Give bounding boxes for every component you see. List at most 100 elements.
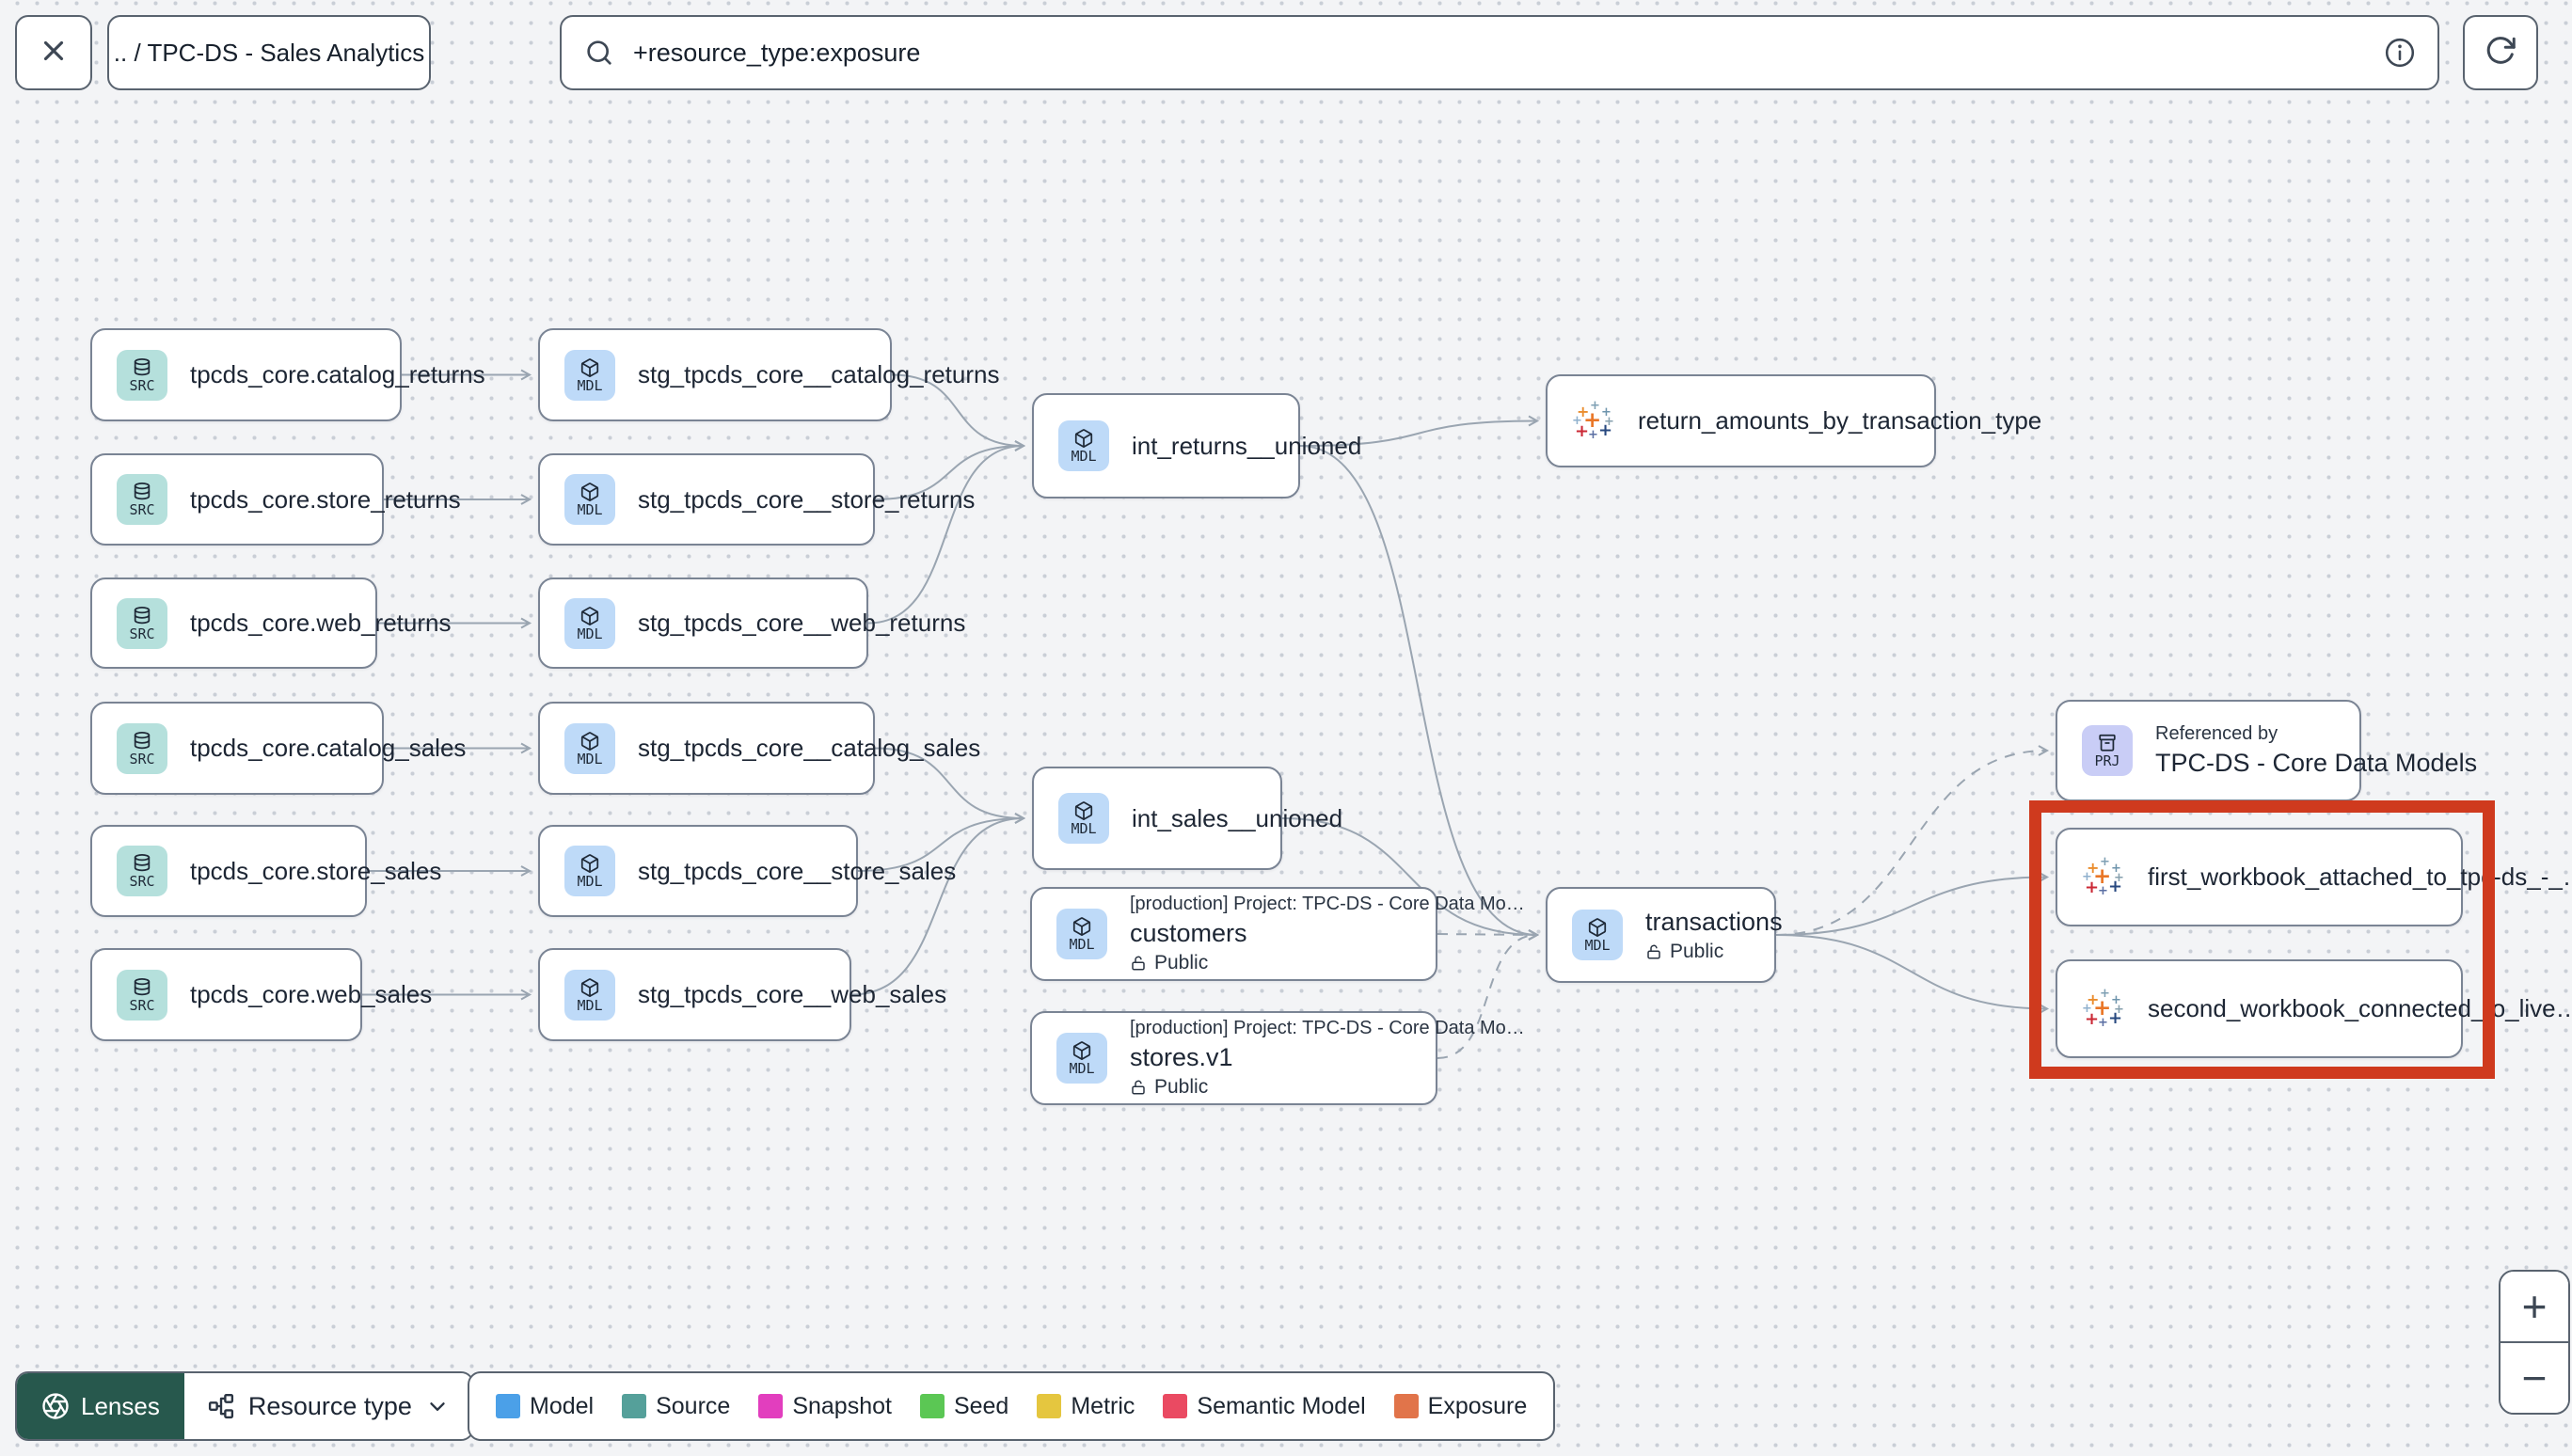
- legend-label: Semantic Model: [1197, 1392, 1366, 1419]
- search-bar[interactable]: [560, 15, 2439, 90]
- refresh-button[interactable]: [2463, 15, 2538, 90]
- tableau-icon: +++++++++: [1572, 398, 1614, 442]
- node-exp_returns[interactable]: +++++++++ return_amounts_by_transaction_t…: [1546, 374, 2041, 467]
- node-label: int_returns__unioned: [1132, 431, 1362, 460]
- resource-badge-prj: PRJ: [2082, 725, 2133, 776]
- legend-item-source: Source: [622, 1393, 730, 1420]
- legend-label: Source: [656, 1392, 731, 1419]
- cube-icon: [580, 854, 599, 874]
- lenses-button[interactable]: Lenses: [17, 1373, 184, 1439]
- resource-badge-mdl: MDL: [1058, 793, 1109, 844]
- node-label: tpcds_core.web_sales: [190, 980, 433, 1008]
- database-icon: [134, 731, 151, 749]
- resource-badge-mdl: MDL: [564, 722, 615, 774]
- legend-item-semantic-model: Semantic Model: [1163, 1392, 1366, 1420]
- legend-label: Seed: [953, 1392, 1009, 1419]
- legend-item-seed: Seed: [919, 1392, 1009, 1420]
- node-int_sales[interactable]: MDL int_sales__unioned: [1032, 767, 1342, 870]
- project-line: [production] Project: TPC-DS - Core Data…: [1130, 894, 1525, 914]
- legend-label: Metric: [1071, 1392, 1135, 1419]
- node-customers[interactable]: MDL [production] Project: TPC-DS - Core D…: [1030, 887, 1525, 981]
- node-label: int_sales__unioned: [1132, 803, 1343, 832]
- node-label: stg_tpcds_core__store_sales: [638, 856, 957, 885]
- unlock-icon: [1132, 1080, 1145, 1095]
- node-wb2[interactable]: +++++++++ second_workbook_connected_to_li…: [2056, 959, 2572, 1058]
- unlock-icon: [1132, 956, 1145, 971]
- node-label: stg_tpcds_core__web_sales: [638, 980, 947, 1008]
- database-icon: [134, 977, 151, 995]
- cube-icon: [580, 731, 599, 751]
- project-line: [production] Project: TPC-DS - Core Data…: [1130, 1018, 1525, 1038]
- visibility: Public: [1645, 941, 1752, 963]
- database-icon: [134, 357, 151, 375]
- resource-badge-src: SRC: [117, 846, 167, 896]
- node-label: stores.v1: [1130, 1043, 1233, 1071]
- node-stg_ws[interactable]: MDL stg_tpcds_core__web_sales: [538, 948, 946, 1041]
- search-input[interactable]: [631, 37, 2366, 69]
- resource-badge-mdl: MDL: [1056, 1033, 1107, 1084]
- zoom-controls: + −: [2499, 1270, 2570, 1415]
- node-label: tpcds_core.catalog_returns: [190, 360, 485, 388]
- tableau-icon: +++++++++: [2082, 986, 2124, 1030]
- resource-badge-mdl: MDL: [1056, 909, 1107, 959]
- database-icon: [134, 482, 151, 500]
- node-label: stg_tpcds_core__store_returns: [638, 484, 976, 514]
- zoom-in-button[interactable]: +: [2501, 1272, 2568, 1343]
- legend-item-snapshot: Snapshot: [758, 1393, 892, 1420]
- close-button[interactable]: [15, 15, 92, 90]
- node-label: second_workbook_connected_to_live…: [2148, 994, 2572, 1022]
- legend-label: Snapshot: [792, 1392, 892, 1419]
- resource-badge-src: SRC: [117, 597, 167, 649]
- database-icon: [134, 606, 151, 624]
- resource-badge-mdl: MDL: [564, 846, 615, 896]
- legend: Model Source Snapshot Seed Metric Semantic Mo…: [468, 1371, 1556, 1441]
- cube-icon: [580, 483, 599, 502]
- zoom-out-button[interactable]: −: [2501, 1343, 2568, 1413]
- close-icon: [38, 35, 70, 71]
- cube-icon: [580, 977, 599, 997]
- legend-swatch: [622, 1394, 647, 1418]
- breadcrumb[interactable]: .. / TPC-DS - Sales Analytics: [107, 15, 431, 90]
- referenced-by-label: Referenced by: [2155, 723, 2278, 744]
- node-stg_ss[interactable]: MDL stg_tpcds_core__store_sales: [538, 825, 956, 917]
- resource-type-dropdown[interactable]: Resource type: [183, 1373, 472, 1439]
- lenses-group: Lenses Resource type: [15, 1371, 474, 1441]
- node-label: tpcds_core.catalog_sales: [190, 734, 467, 762]
- node-label: stg_tpcds_core__web_returns: [638, 609, 966, 637]
- cube-icon: [1072, 917, 1091, 937]
- visibility: Public: [1130, 952, 1413, 974]
- resource-badge-src: SRC: [117, 722, 167, 774]
- unlock-icon: [1647, 944, 1660, 958]
- resource-badge-mdl: MDL: [1058, 420, 1109, 471]
- resource-badge-mdl: MDL: [564, 969, 615, 1021]
- info-icon[interactable]: [2383, 36, 2417, 70]
- aperture-icon: [41, 1392, 70, 1420]
- tableau-icon: +++++++++: [2082, 854, 2124, 898]
- cube-icon: [1588, 918, 1607, 938]
- node-stores[interactable]: MDL [production] Project: TPC-DS - Core D…: [1030, 1011, 1525, 1105]
- node-src_cr[interactable]: SRC tpcds_core.catalog_returns: [90, 328, 485, 421]
- node-wb1[interactable]: +++++++++first_workbook_attached_to_tpc-…: [2056, 828, 2572, 926]
- node-label: return_amounts_by_transaction_type: [1638, 406, 2042, 435]
- node-src_cs[interactable]: SRC tpcds_core.catalog_sales: [90, 702, 466, 795]
- project-icon: [2099, 734, 2116, 752]
- legend-item-model: Model: [496, 1393, 594, 1420]
- legend-swatch: [919, 1394, 945, 1418]
- breadcrumb-label: .. / TPC-DS - Sales Analytics: [113, 38, 425, 67]
- legend-label: Exposure: [1427, 1392, 1528, 1419]
- legend-swatch: [1163, 1394, 1188, 1418]
- node-int_returns[interactable]: MDL int_returns__unioned: [1032, 393, 1361, 499]
- cube-icon: [580, 606, 599, 625]
- legend-item-exposure: Exposure: [1393, 1392, 1528, 1420]
- resource-badge-src: SRC: [117, 349, 167, 401]
